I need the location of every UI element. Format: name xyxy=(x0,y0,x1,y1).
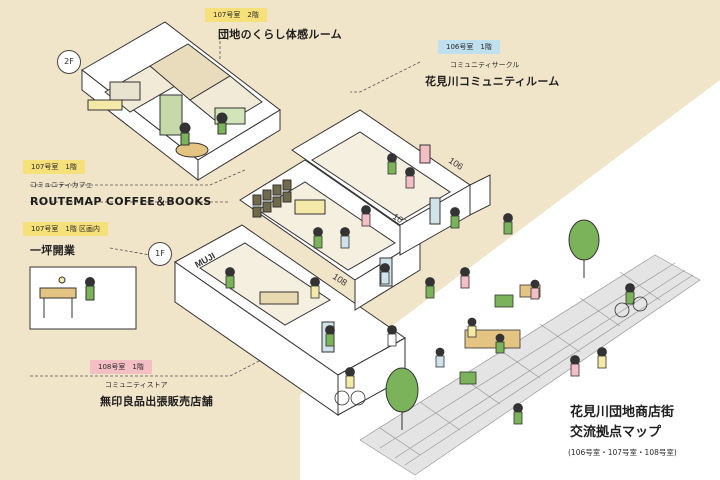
people-inside xyxy=(225,153,415,299)
room-107-area-name: 一坪開業 xyxy=(30,244,76,257)
room-107-area-tag: 107号室 1階 区画内 xyxy=(23,222,109,236)
room-107-sub: コミュニティカフェ xyxy=(30,181,93,189)
room-108-tag: 108号室 1階 xyxy=(90,360,152,374)
room-2f-tag: 107号室 2階 xyxy=(205,8,267,22)
trees xyxy=(385,219,600,430)
room-108-name: 無印良品出張販売店舗 xyxy=(100,395,213,408)
room-107-tag: 107号室 1階 xyxy=(23,160,85,174)
map-title-note: (106号室・107号室・108号室) xyxy=(568,448,677,457)
room-number-106: 106 xyxy=(447,155,465,172)
room-2f-name: 団地のくらし体感ルーム xyxy=(218,28,342,41)
map-title-line2: 交流拠点マップ xyxy=(570,425,662,440)
floor-marker-2f: 2F xyxy=(57,50,81,74)
inset-box xyxy=(29,266,137,330)
pedestrians xyxy=(325,207,648,425)
floor-marker-1f: 1F xyxy=(148,242,172,266)
room-108-sub: コミュニティストア xyxy=(105,381,168,389)
room-107-name: ROUTEMAP COFFEE＆BOOKS xyxy=(30,195,212,208)
room-106-sub: コミュニティサークル xyxy=(450,61,520,69)
upper-floor-apartment xyxy=(81,21,281,182)
map-title-line1: 花見川団地商店街 xyxy=(570,405,675,420)
room-106-tag: 106号室 1階 xyxy=(438,40,500,54)
street-activity xyxy=(435,279,541,385)
room-106-name: 花見川コミュニティルーム xyxy=(425,75,560,88)
ground-floor-building xyxy=(174,109,491,416)
